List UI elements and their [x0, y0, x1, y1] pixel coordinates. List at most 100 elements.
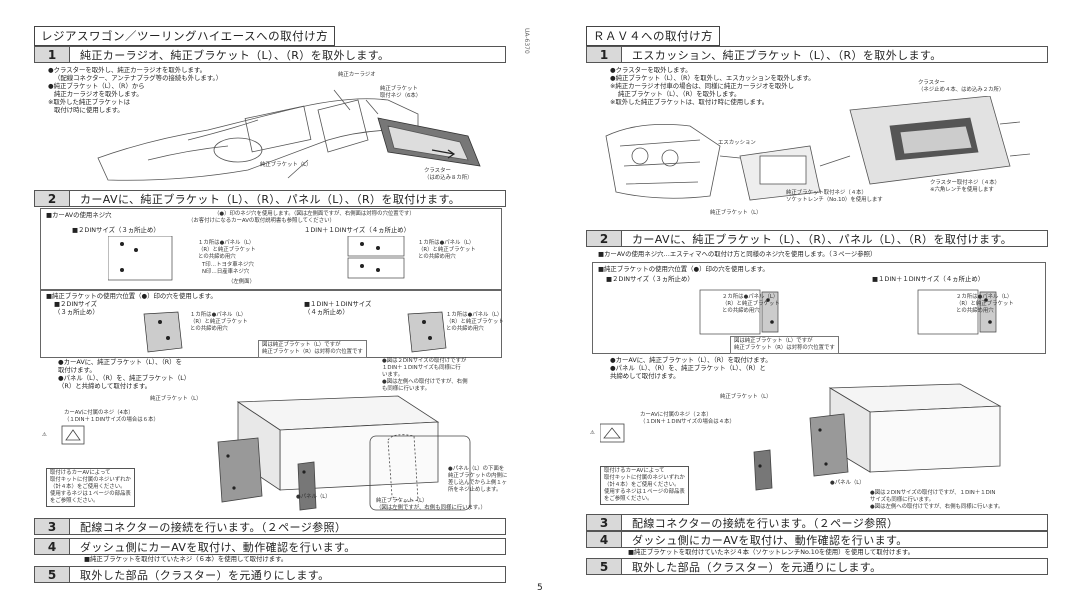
step-label: 取外した部品（クラスター）を元通りにします。 [80, 568, 330, 582]
right-callout-bracket-l: 純正ブラケット（L） [710, 210, 762, 216]
step-number: 5 [587, 559, 622, 574]
right-step2-right-note: ●図は２DINサイズの取付けですが、１DIN＋１DIN サイズも同様に行います。… [870, 490, 1004, 510]
left-step1-header: 1 純正カーラジオ、純正ブラケット（L）、（R）を取外します。 [34, 46, 506, 63]
right-title: ＲＡＶ４への取付け方 [586, 26, 720, 46]
left-step1-note-4: 純正カーラジオを取外します。 [54, 90, 143, 98]
callout-cluster: クラスター （はめ込み８カ所） [424, 168, 473, 181]
right-bracket-head: ■純正ブラケットの使用穴位置（●）印の穴を使用します。 [598, 265, 769, 273]
left-step1-note-5: ※取外した純正ブラケットは [48, 98, 131, 106]
left-step1-note-3: ●純正ブラケット（L）、（R）から [48, 82, 145, 90]
left-step2-bullets: ●カーAVに、純正ブラケット（L）、（R）を 取付けます。 ●パネル（L）、（R… [58, 358, 191, 390]
left-step1-note-2: （配線コネクター、アンテナプラグ等の接続も外します。） [54, 74, 223, 82]
right-step1-note-3: ※純正カーラジオ付車の場合は、同様に純正カーラジオを取外し [610, 82, 795, 90]
right-step1-header: 1 エスカッション、純正ブラケット（L）、（R）を取外します。 [586, 46, 1048, 63]
left-b-note-b: １カ所は●パネル（L） （R）と純正ブラケット との共締め用穴 [446, 312, 504, 332]
left-b-note: 図は純正ブラケット（L）ですが 純正ブラケット（R）は対称の穴位置です [258, 340, 367, 358]
step-label: エスカッション、純正ブラケット（L）、（R）を取外します。 [632, 48, 942, 62]
warning-icon: ⚠ [42, 432, 47, 438]
right-step1-note-2: ●純正ブラケット（L）、（R）を取外し、エスカッションを取外します。 [610, 74, 815, 82]
callout-bracket-l: 純正ブラケット（L） [260, 162, 312, 168]
warning-icon: ⚠ [590, 430, 595, 436]
right-panel-l: ●パネル（L） [830, 480, 865, 486]
left-b-din11: ■１DIN＋１DINサイズ （４ヵ所止め） [304, 300, 372, 316]
left-step5-header: 5 取外した部品（クラスター）を元通りにします。 [34, 566, 506, 583]
step-number: 3 [35, 519, 70, 534]
bracket-hole-diagram [143, 311, 447, 353]
left-screw-head: ■カーAVの使用ネジ穴 [46, 211, 112, 219]
left-screw-note: （●）印のネジ穴を使用します。（図は左側面ですが、右側面は対称の穴位置です） [214, 211, 415, 217]
right-din2: ■２DINサイズ（３ヵ所止め） [606, 275, 694, 283]
step-number: 2 [35, 191, 70, 206]
left-fig-bracket: 純正ブラケット（L） [150, 396, 202, 402]
right-fig-bracket: 純正ブラケット（L） [720, 394, 772, 400]
right-callout-cluster: クラスター （ネジ止め４本、はめ込み２カ所） [918, 80, 1005, 93]
left-din11-label: １DIN＋１DINサイズ（４ヵ所止め） [304, 226, 411, 234]
left-title: レジアスワゴン／ツーリングハイエースへの取付け方 [34, 26, 336, 46]
right-b-note: 図は純正ブラケット（L）ですが 純正ブラケット（R）は対称の穴位置です [730, 336, 839, 354]
right-step2-bullets: ●カーAVに、純正ブラケット（L）、（R）を取付けます。 ●パネル（L）、（R）… [610, 356, 772, 380]
step-label: カーAVに、純正ブラケット（L）、（R）、パネル（L）、（R）を取付けます。 [632, 232, 1013, 246]
left-step2-right-note: ●図は２DINサイズの取付けですが １DIN＋１DINサイズも同様に行 います。… [382, 358, 468, 392]
step-label: 取外した部品（クラスター）を元通りにします。 [632, 560, 882, 574]
left-panel-note: ●パネル（L）の下面を 純正ブラケットの内側に 差し込んでから上側１ヶ 所をネジ… [448, 466, 508, 493]
right-step1-note-1: ●クラスターを取外します。 [610, 66, 692, 74]
step-number: 3 [587, 515, 622, 530]
right-step4-header: 4 ダッシュ側にカーAVを取付け、動作確認を行います。 [586, 531, 1048, 548]
step-number: 4 [587, 532, 622, 547]
left-fig-caption: 純正ブラケット（L） （図は左側ですが、右側も同様に行います。） [376, 498, 486, 511]
callout-bracket-screw: 純正ブラケット 取付ネジ（6本） [380, 86, 422, 99]
right-note-a: ２カ所は●パネル（L） （R）と純正ブラケット との共締め用穴 [722, 294, 780, 314]
left-note-a: １カ所は●パネル（L） （R）と純正ブラケット との共締め用穴 [198, 240, 256, 260]
right-callout-escutcheon: エスカッション [718, 140, 756, 146]
step-number: 1 [35, 47, 70, 62]
right-step5-header: 5 取外した部品（クラスター）を元通りにします。 [586, 558, 1048, 575]
right-screw-head: ■カーAVの使用ネジ穴…エスティマへの取付け方と同様のネジ穴を使用します。（３ペ… [598, 250, 877, 258]
step-label: カーAVに、純正ブラケット（L）、（R）、パネル（L）、（R）を取付けます。 [80, 192, 461, 206]
rav4-removal-illustration [605, 96, 1031, 201]
right-step1-note-4: 純正ブラケット（L）、（R）を取外します。 [618, 90, 741, 98]
step-label: 配線コネクターの接続を行います。（２ページ参照） [80, 520, 347, 534]
left-panel-l: ●パネル（L） [296, 494, 331, 500]
left-step2-header: 2 カーAVに、純正ブラケット（L）、（R）、パネル（L）、（R）を取付けます。 [34, 190, 506, 207]
right-bracket-diagram [699, 289, 997, 335]
step-label: ダッシュ側にカーAVを取付け、動作確認を行います。 [632, 533, 908, 547]
step-number: 2 [587, 231, 622, 246]
left-step1-note-1: ●クラスターを取外し、純正カーラジオを取外します。 [48, 66, 207, 74]
right-step4-note: ■純正ブラケットを取付けていたネジ４本（ソケットレンチNo.10を使用）を使用し… [628, 548, 914, 556]
step-number: 1 [587, 47, 622, 62]
right-assembly-illustration [600, 383, 1002, 491]
left-note-b: １カ所は●パネル（L） （R）と純正ブラケット との共締め用穴 [418, 240, 476, 260]
left-side-label: （左側面） [228, 279, 255, 285]
page-number: 5 [537, 583, 543, 593]
step-label: 配線コネクターの接続を行います。（２ページ参照） [632, 516, 899, 530]
right-din11: ■１DIN＋１DINサイズ（４ヵ所止め） [872, 275, 985, 283]
right-warn-box: 取付けるカーAVによって 取付キットに付属のネジいずれか （計４本）をご使用くだ… [600, 466, 689, 505]
av-side-hole-diagram [108, 236, 405, 281]
left-screw-hole-panel [40, 208, 502, 290]
step-number: 4 [35, 539, 70, 554]
left-step1-note-6: 取付け時に使用します。 [54, 106, 124, 114]
left-screw-sub: （お客付けになるカーAVの取付説明書も参照してください） [188, 218, 335, 224]
right-callout-cluster-screw: クラスター取付ネジ（４本） ※六角レンチを使用します [930, 180, 1000, 193]
left-step4-header: 4 ダッシュ側にカーAVを取付け、動作確認を行います。 [34, 538, 506, 555]
left-fig-screw: カーAVに付属のネジ（4本） （１DIN＋１DINサイズの場合は６本） [64, 410, 159, 423]
step-label: 純正カーラジオ、純正ブラケット（L）、（R）を取外します。 [80, 48, 390, 62]
right-step2-header: 2 カーAVに、純正ブラケット（L）、（R）、パネル（L）、（R）を取付けます。 [586, 230, 1048, 247]
callout-radio: 純正カーラジオ [338, 72, 376, 78]
left-b-din2: ■２DINサイズ （３ヵ所止め） [54, 300, 99, 316]
dashboard-removal-illustration [97, 89, 481, 181]
right-fig-screw: カーAVに付属のネジ（２本） （１DIN＋１DINサイズの場合は４本） [640, 412, 735, 425]
right-callout-bracket-screw: 純正ブラケット取付ネジ（４本） ソケットレンチ（No.10）を使用します [786, 190, 883, 203]
left-b-note-a: １カ所は●パネル（L） （R）と純正ブラケット との共締め用穴 [190, 312, 248, 332]
right-note-b: ２カ所は●パネル（L） （R）と純正ブラケット との共締め用穴 [956, 294, 1014, 314]
right-step3-header: 3 配線コネクターの接続を行います。（２ページ参照） [586, 514, 1048, 531]
model-code: UA-6370 [523, 28, 530, 54]
step-label: ダッシュ側にカーAVを取付け、動作確認を行います。 [80, 540, 356, 554]
left-din2-label: ■２DINサイズ（３ヵ所止め） [72, 226, 160, 234]
av-assembly-illustration [61, 395, 471, 511]
left-step3-header: 3 配線コネクターの接続を行います。（２ページ参照） [34, 518, 506, 535]
right-step1-note-5: ※取外した純正ブラケットは、取付け時に使用します。 [610, 98, 769, 106]
left-toyota-note: T印…トヨタ車ネジ穴 N印…日産車ネジ穴 [202, 262, 254, 275]
left-warn-box: 取付けるカーAVによって 取付キットに付属のネジいずれか （計４本）をご使用くだ… [46, 468, 135, 507]
left-step4-note: ■純正ブラケットを取付けていたネジ（６本）を使用して取付けます。 [84, 555, 288, 563]
